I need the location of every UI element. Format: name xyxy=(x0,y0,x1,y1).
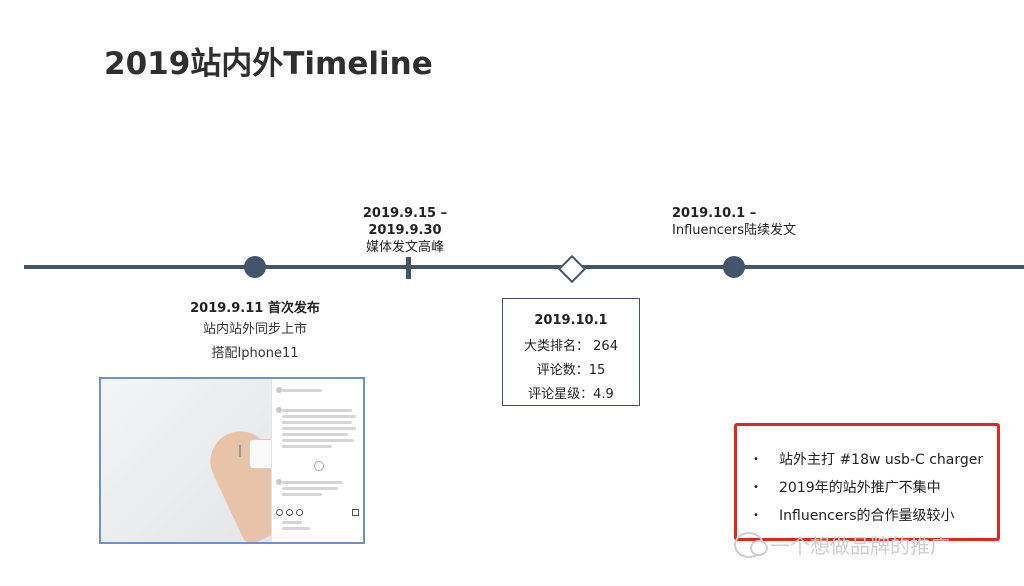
list-item: •站外主打 #18w usb-C charger xyxy=(753,446,983,474)
milestone-dot-first-launch xyxy=(244,256,266,278)
milestone-diamond-ranking xyxy=(557,254,587,284)
stats-row-reviews: 评论数：15 xyxy=(536,363,606,378)
plus-circle-icon xyxy=(314,461,324,471)
share-icon xyxy=(296,509,303,516)
milestone-desc-media: 媒体发文高峰 xyxy=(365,240,444,255)
ranking-stats-box: 2019.10.1 大类排名： 264 评论数：15 评论星级：4.9 xyxy=(502,298,640,406)
key-notes-box: •站外主打 #18w usb-C charger •2019年的站外推广不集中 … xyxy=(734,423,1000,541)
first-launch-heading: 2019.9.11 首次发布 xyxy=(190,301,320,316)
milestone-dot-influencers xyxy=(723,256,745,278)
milestone-tick-media xyxy=(406,257,411,279)
bullet: • xyxy=(753,482,759,493)
milestone-desc-influencers: Influencers陆续发文 xyxy=(672,223,797,238)
bullet: • xyxy=(753,510,759,521)
stats-row-rank: 大类排名： 264 xyxy=(524,339,618,354)
list-item: •Influencers的合作量级较小 xyxy=(753,502,983,530)
avatar xyxy=(276,407,282,413)
page-title: 2019站内外Timeline xyxy=(104,46,433,82)
stats-row-rating: 评论星级：4.9 xyxy=(528,387,614,402)
timeline-axis xyxy=(24,265,1024,269)
bookmark-icon xyxy=(352,509,359,516)
avatar xyxy=(276,479,282,485)
heart-icon xyxy=(276,509,283,516)
milestone-label-media: 2019.9.15 – 2019.9.30 媒体发文高峰 xyxy=(330,205,480,256)
milestone-date-media: 2019.9.15 – 2019.9.30 xyxy=(362,206,448,238)
milestone-date-influencers: 2019.10.1 – xyxy=(672,206,757,221)
first-launch-line: 搭配Iphone11 xyxy=(211,346,299,361)
post-side-panel xyxy=(271,379,363,542)
stats-heading: 2019.10.1 xyxy=(534,313,608,328)
watermark-text: 一个想做品牌的推广 xyxy=(770,534,950,558)
milestone-label-influencers: 2019.10.1 – Influencers陆续发文 xyxy=(672,205,852,239)
avatar xyxy=(276,387,282,393)
watermark: 一个想做品牌的推广 xyxy=(734,530,950,559)
first-launch-line: 站内站外同步上市 xyxy=(202,322,307,337)
post-action-icons xyxy=(276,509,360,517)
milestone-label-first-launch: 2019.9.11 首次发布 站内站外同步上市 搭配Iphone11 xyxy=(160,300,350,366)
instagram-post-screenshot xyxy=(99,377,365,544)
bullet: • xyxy=(753,454,759,465)
list-item: •2019年的站外推广不集中 xyxy=(753,474,983,502)
wechat-icon xyxy=(734,531,768,558)
comment-icon xyxy=(286,509,293,516)
key-notes-list: •站外主打 #18w usb-C charger •2019年的站外推广不集中 … xyxy=(753,446,983,530)
